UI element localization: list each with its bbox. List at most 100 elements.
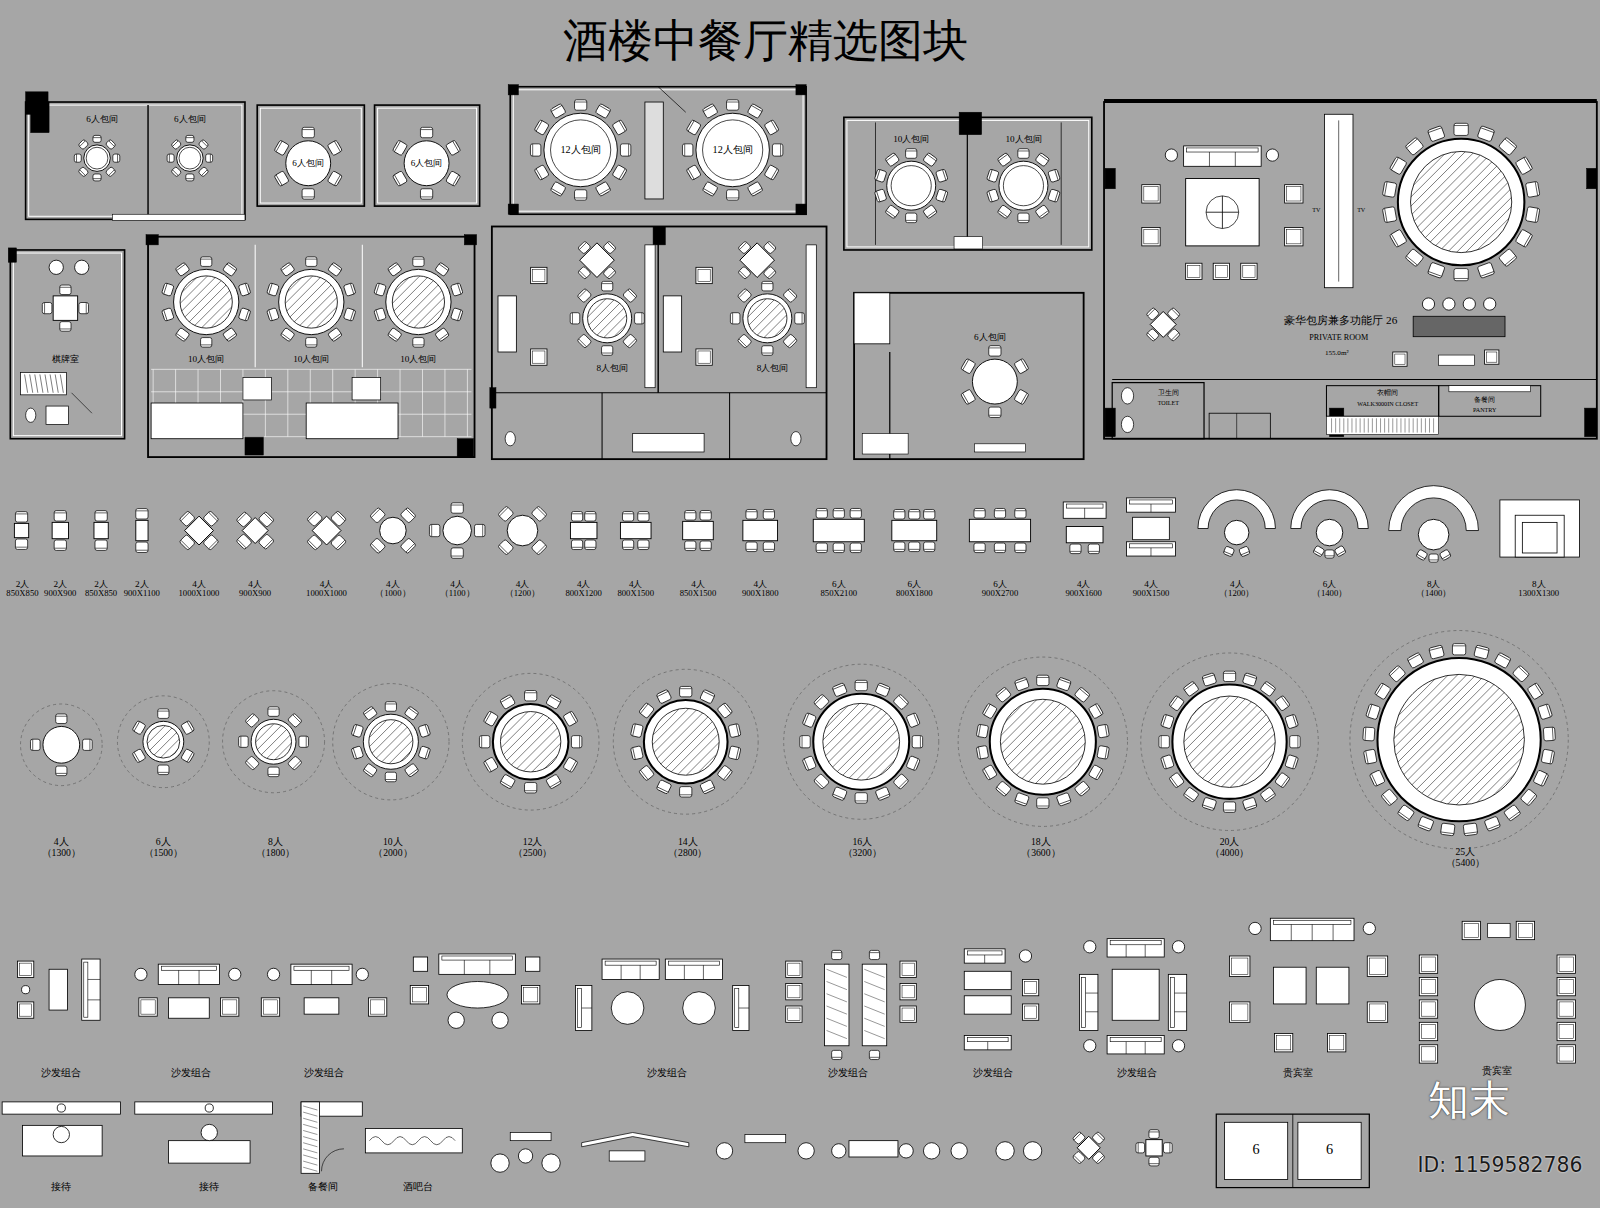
furniture-group [802,756,816,771]
cad-line [696,267,712,283]
chair-symbol [175,327,190,341]
cad-line [906,150,917,151]
furniture-group [894,542,905,552]
furniture-group [132,720,146,734]
cad-line [1281,697,1288,707]
cad-line [576,986,592,1031]
cad-line [1015,510,1026,511]
cad-line [293,761,301,769]
cad-line [537,545,546,554]
cad-line [746,511,757,512]
cad-line [850,550,861,551]
cad-line [579,339,587,347]
furniture-group [105,166,116,177]
cad-line [1433,418,1434,432]
cad-line [1365,727,1367,740]
chair-symbol [1018,149,1029,159]
cad-line [86,303,87,314]
cad-line [1546,704,1550,717]
furniture-group [1163,1143,1172,1153]
furniture-group [374,283,387,297]
cad-line [1419,977,1437,995]
cad-line [26,102,245,219]
furniture-group [855,793,867,803]
chair-symbol [105,139,116,150]
cad-line [768,271,775,278]
cad-line [1449,386,1531,392]
chair-symbol [906,149,917,159]
chair-symbol [1223,671,1235,681]
cad-line [1105,168,1115,188]
cad-line [1516,921,1534,939]
furniture-group [974,508,985,518]
cad-line [788,986,800,998]
furniture-group [306,338,317,348]
cad-line [365,1128,462,1152]
cad-line [827,994,847,1002]
cad-line [607,242,614,249]
chair-symbol [987,189,1000,203]
chair-symbol [158,709,169,719]
room-label: TV [1357,207,1365,214]
furniture-group [1160,714,1174,729]
cad-line [146,235,158,245]
furniture-group [1015,508,1026,518]
chair-symbol [832,1050,842,1059]
room-label: 10人包间 [293,354,329,364]
block-label: 6人 [156,837,171,848]
cad-line [927,210,936,217]
chair-symbol [700,541,711,551]
cad-line [1502,151,1600,252]
cad-line [54,512,66,513]
cad-line [680,794,692,795]
cad-line [1017,699,1102,784]
chair-symbol [700,511,711,521]
cad-line [763,511,774,512]
cad-line [1407,256,1418,265]
cad-line [260,108,361,203]
cad-line [575,197,587,198]
furniture-group [747,181,763,196]
block-label: 备餐间 [308,1181,338,1192]
chair-symbol [167,154,174,162]
counter [582,1133,689,1147]
chair-symbol [1285,714,1299,729]
furniture-group [1223,802,1235,812]
cad-line [1493,674,1600,805]
room-label: 12人包间 [713,144,753,155]
cad-line [892,520,937,540]
cad-line [638,513,649,514]
chair-symbol [869,950,879,959]
cad-line [967,133,968,245]
cad-line [267,968,279,980]
chair-symbol [435,327,450,341]
cad-line [906,220,917,221]
furniture-group [327,140,342,156]
cad-line [451,556,463,557]
cad-line [658,87,686,113]
cad-line [1391,234,1398,246]
chair-symbol [700,689,716,704]
cad-line [1498,654,1510,660]
cad-line [934,699,1019,784]
cad-line [1420,151,1521,252]
furniture-group [1048,189,1061,203]
cad-line [951,1143,967,1159]
chair-symbol [702,181,718,196]
cad-line [914,759,919,770]
chair-symbol [1097,745,1109,759]
cad-line [628,339,636,347]
chair-symbol [435,262,450,276]
block-label: 接待 [199,1181,219,1192]
chair-symbol [727,100,739,110]
chair-symbol [525,691,537,701]
cad-line [792,703,869,780]
block-label: 16人 [852,837,872,848]
furniture-group [78,166,89,177]
furniture-group [1202,673,1217,687]
cad-line [172,170,178,176]
furniture-group [451,548,463,558]
chair-symbol [550,181,566,196]
cad-line [1285,185,1303,203]
cad-line [369,720,413,764]
